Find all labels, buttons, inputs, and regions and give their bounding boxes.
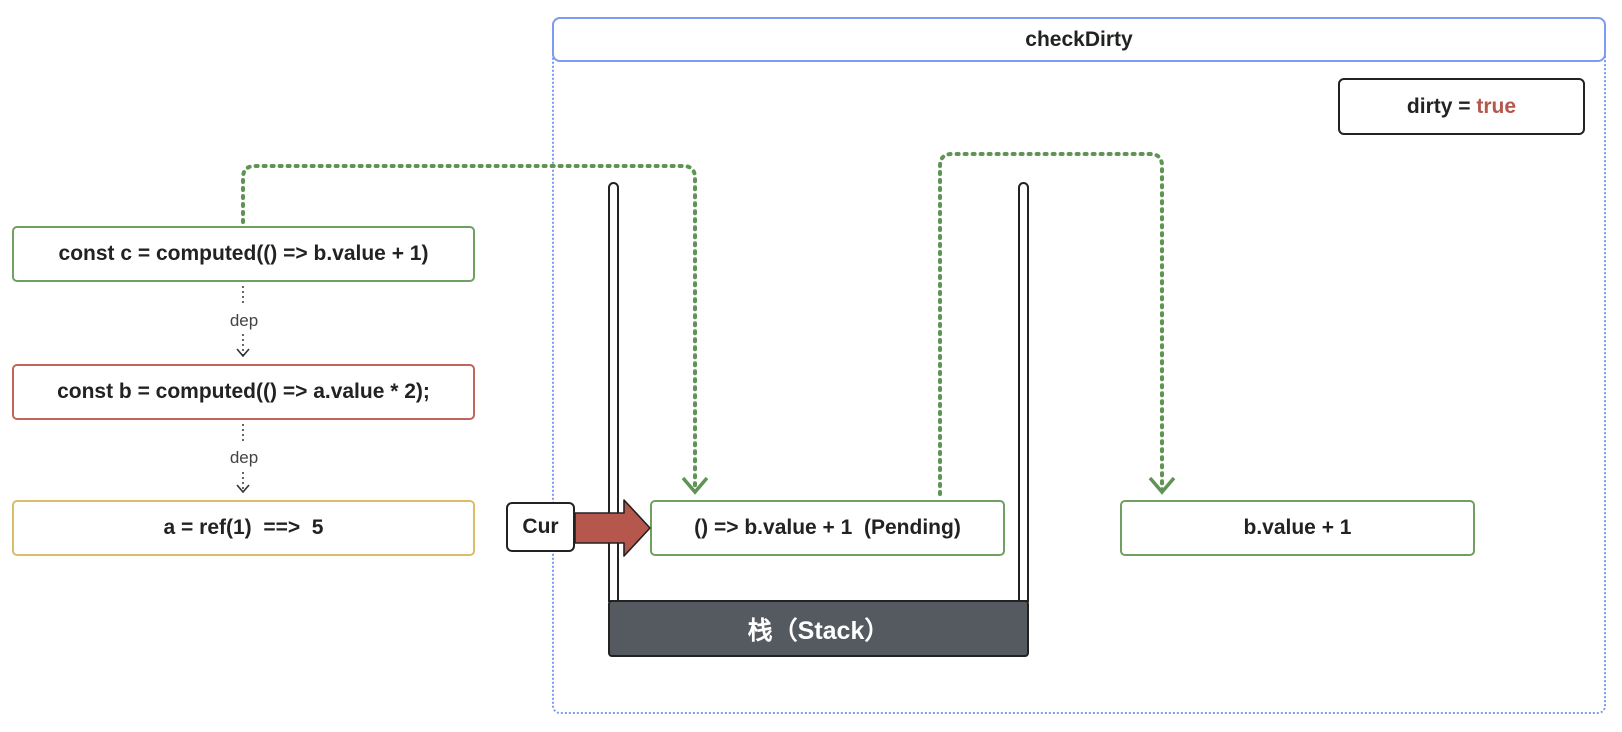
- result-node: b.value + 1: [1120, 500, 1475, 556]
- stack-base: 栈（Stack）: [608, 600, 1029, 657]
- stack-right-wall: [1018, 182, 1029, 602]
- push-arrowhead: [681, 476, 709, 495]
- dirty-flag-label: dirty =: [1406, 94, 1477, 118]
- push-arrow-line: [241, 164, 697, 492]
- evaluate-arrowhead: [1148, 476, 1176, 495]
- check-dirty-title: checkDirty: [552, 17, 1606, 62]
- computed-b-node: const b = computed(() => a.value * 2);: [12, 364, 475, 420]
- cursor-box: Cur: [506, 502, 575, 552]
- dep-label-c-b: dep: [229, 311, 259, 330]
- dirty-flag-value: true: [1476, 94, 1517, 118]
- evaluate-arrow-line: [938, 152, 1164, 496]
- dep-arrowhead-b-a: [236, 484, 250, 494]
- stack-left-wall: [608, 182, 619, 602]
- stack-item-pending: () => b.value + 1 (Pending): [650, 500, 1005, 556]
- dep-arrowhead-c-b: [236, 348, 250, 358]
- computed-c-node: const c = computed(() => b.value + 1): [12, 226, 475, 282]
- ref-a-node: a = ref(1) ==> 5: [12, 500, 475, 556]
- dep-label-b-a: dep: [229, 448, 259, 467]
- dirty-flag-box: dirty = true: [1338, 78, 1585, 135]
